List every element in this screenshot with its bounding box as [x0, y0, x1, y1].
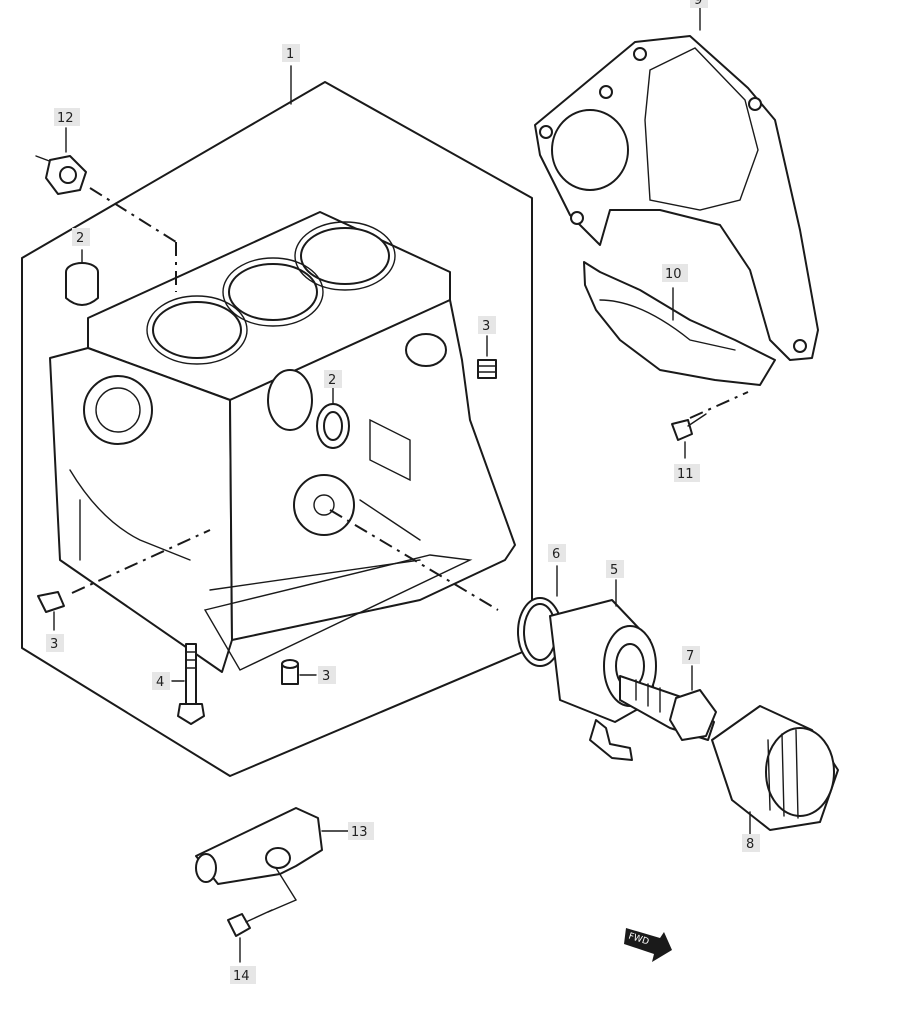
callout-5: 5 [606, 560, 624, 578]
threaded-connector[interactable] [619, 665, 717, 741]
callout-2-right: 2 [324, 370, 342, 388]
callout-3-left-text: 3 [50, 637, 58, 652]
callout-6-text: 6 [552, 547, 560, 562]
oil-cooler[interactable] [549, 579, 657, 761]
callout-11-text: 11 [677, 467, 694, 482]
callout-13-text: 13 [351, 825, 368, 840]
callout-11: 11 [674, 464, 700, 482]
drain-plug-upper-right[interactable] [477, 335, 497, 379]
bracket-pipe[interactable] [195, 807, 351, 913]
callout-2-right-text: 2 [328, 373, 336, 388]
drain-plug-bottom[interactable] [281, 659, 317, 685]
seal-housing[interactable] [583, 261, 776, 419]
callout-7-text: 7 [686, 649, 694, 664]
callout-8: 8 [742, 834, 760, 852]
drain-plug-lower-left[interactable] [37, 591, 65, 631]
knock-sensor[interactable] [35, 127, 87, 195]
callout-3-bottom-text: 3 [322, 669, 330, 684]
callout-7: 7 [682, 646, 700, 664]
callout-13: 13 [348, 822, 374, 840]
housing-bolt[interactable] [671, 413, 707, 459]
sensor-leader [89, 187, 177, 243]
bracket-bolt[interactable] [227, 909, 273, 963]
callout-12-text: 12 [57, 111, 74, 126]
callout-9: 9 [690, 0, 708, 8]
callout-14: 14 [230, 966, 256, 984]
callout-1-text: 1 [286, 47, 294, 62]
callout-3-right-text: 3 [482, 319, 490, 334]
callout-10: 10 [662, 264, 688, 282]
callout-4-text: 4 [156, 675, 164, 690]
callout-5-text: 5 [610, 563, 618, 578]
callout-14-text: 14 [233, 969, 250, 984]
callout-2-left-text: 2 [76, 231, 84, 246]
main-bolt[interactable] [171, 643, 205, 725]
forward-arrow-icon: FWD [624, 928, 672, 962]
callout-8-text: 8 [746, 837, 754, 852]
oil-seal[interactable] [316, 387, 350, 449]
callout-1: 1 [282, 44, 300, 62]
callout-2-left: 2 [72, 228, 90, 246]
callout-9-text: 9 [694, 0, 702, 8]
filter-gasket-ring[interactable] [517, 565, 563, 667]
callout-3-bottom: 3 [318, 666, 336, 684]
callout-4: 4 [152, 672, 170, 690]
callout-12: 12 [54, 108, 80, 126]
callout-6: 6 [548, 544, 566, 562]
core-plug-left[interactable] [65, 249, 99, 306]
cylinder-block[interactable] [49, 211, 516, 673]
oil-filter[interactable] [711, 705, 839, 837]
callout-10-text: 10 [665, 267, 682, 282]
callout-3-left: 3 [46, 634, 64, 652]
callout-3-right: 3 [478, 316, 496, 334]
rear-gasket-plate[interactable] [534, 3, 819, 361]
